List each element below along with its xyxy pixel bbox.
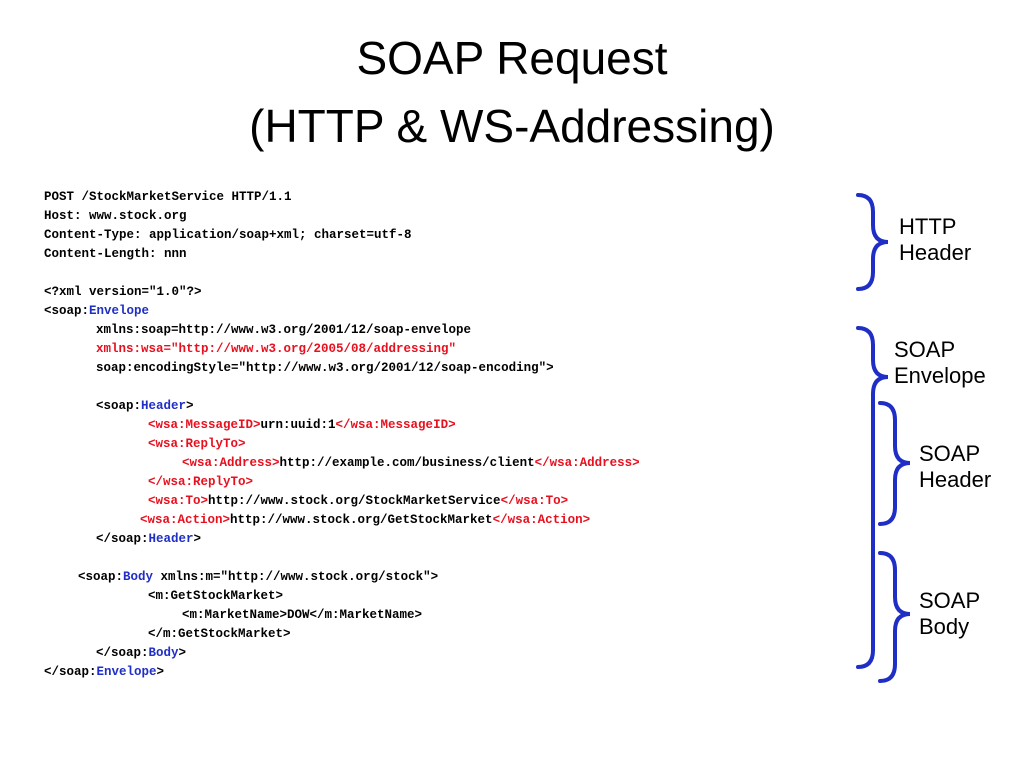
tag-name-header: Header bbox=[141, 399, 187, 413]
tag-name-header: Header bbox=[148, 532, 194, 546]
wsa-tag: </wsa:Address> bbox=[534, 456, 640, 470]
tag-name-envelope: Envelope bbox=[89, 304, 150, 318]
code-line-xmlns-wsa: xmlns:wsa="http://www.w3.org/2005/08/add… bbox=[96, 342, 457, 356]
tag-prefix: </soap: bbox=[96, 646, 149, 660]
tag-prefix: <soap: bbox=[44, 304, 90, 318]
code-line-market-name: <m:MarketName>DOW</m:MarketName> bbox=[182, 608, 423, 622]
tag-name-envelope: Envelope bbox=[96, 665, 157, 679]
wsa-tag: </wsa:To> bbox=[500, 494, 569, 508]
code-line-replyto-open: <wsa:ReplyTo> bbox=[148, 437, 246, 451]
code-line-host: Host: www.stock.org bbox=[44, 209, 187, 223]
label-line: Envelope bbox=[894, 363, 986, 388]
wsa-value: http://example.com/business/client bbox=[279, 456, 535, 470]
code-line-xmlns-soap: xmlns:soap=http://www.w3.org/2001/12/soa… bbox=[96, 323, 472, 337]
tag-close-bracket: > bbox=[156, 665, 165, 679]
code-line-envelope-close: </soap:Envelope> bbox=[44, 663, 164, 682]
wsa-tag: </wsa:MessageID> bbox=[335, 418, 456, 432]
tag-prefix: </soap: bbox=[96, 532, 149, 546]
tag-close-bracket: > bbox=[193, 532, 202, 546]
code-line-xml-declaration: <?xml version="1.0"?> bbox=[44, 285, 202, 299]
code-line-envelope-open: <soap:Envelope bbox=[44, 302, 149, 321]
label-line: SOAP bbox=[894, 337, 956, 362]
wsa-tag: <wsa:Action> bbox=[140, 513, 231, 527]
slide-title-line-1: SOAP Request bbox=[356, 32, 668, 84]
brace-soap-body bbox=[878, 551, 911, 683]
code-line-action: <wsa:Action>http://www.stock.org/GetStoc… bbox=[140, 511, 590, 530]
tag-prefix: </soap: bbox=[44, 665, 97, 679]
tag-name-body: Body bbox=[123, 570, 154, 584]
code-line-content-type: Content-Type: application/soap+xml; char… bbox=[44, 228, 412, 242]
brace-soap-header bbox=[878, 401, 911, 526]
code-line-header-close: </soap:Header> bbox=[96, 530, 201, 549]
tag-attribute: xmlns:m="http://www.stock.org/stock"> bbox=[153, 570, 439, 584]
brace-http-header bbox=[856, 193, 889, 291]
wsa-tag: </wsa:Action> bbox=[492, 513, 591, 527]
label-line: Header bbox=[919, 467, 992, 492]
code-line-getstockmarket-open: <m:GetStockMarket> bbox=[148, 589, 284, 603]
brace-soap-envelope bbox=[856, 326, 889, 669]
code-line-post: POST /StockMarketService HTTP/1.1 bbox=[44, 190, 292, 204]
code-line-header-open: <soap:Header> bbox=[96, 397, 194, 416]
wsa-value: http://www.stock.org/GetStockMarket bbox=[230, 513, 493, 527]
label-soap-envelope: SOAP Envelope bbox=[894, 337, 986, 389]
code-line-replyto-close: </wsa:ReplyTo> bbox=[148, 475, 254, 489]
wsa-value: http://www.stock.org/StockMarketService bbox=[208, 494, 501, 508]
wsa-value: urn:uuid:1 bbox=[260, 418, 336, 432]
code-line-content-length: Content-Length: nnn bbox=[44, 247, 187, 261]
code-line-encoding-style: soap:encodingStyle="http://www.w3.org/20… bbox=[96, 361, 554, 375]
wsa-tag: <wsa:MessageID> bbox=[148, 418, 261, 432]
code-line-body-open: <soap:Body xmlns:m="http://www.stock.org… bbox=[78, 568, 438, 587]
label-line: Body bbox=[919, 614, 970, 639]
label-line: SOAP bbox=[919, 588, 981, 613]
tag-close-bracket: > bbox=[178, 646, 187, 660]
tag-prefix: <soap: bbox=[78, 570, 124, 584]
slide-title-line-2: (HTTP & WS-Addressing) bbox=[249, 100, 775, 152]
code-line-address: <wsa:Address>http://example.com/business… bbox=[182, 454, 640, 473]
code-line-getstockmarket-close: </m:GetStockMarket> bbox=[148, 627, 291, 641]
code-line-to: <wsa:To>http://www.stock.org/StockMarket… bbox=[148, 492, 568, 511]
tag-name-body: Body bbox=[148, 646, 179, 660]
code-line-body-close: </soap:Body> bbox=[96, 644, 186, 663]
label-line: HTTP bbox=[899, 214, 957, 239]
label-line: Header bbox=[899, 240, 972, 265]
label-http-header: HTTP Header bbox=[899, 214, 971, 266]
tag-prefix: <soap: bbox=[96, 399, 142, 413]
wsa-tag: <wsa:To> bbox=[148, 494, 209, 508]
tag-close-bracket: > bbox=[186, 399, 194, 413]
label-soap-body: SOAP Body bbox=[919, 588, 980, 640]
label-soap-header: SOAP Header bbox=[919, 441, 991, 493]
label-line: SOAP bbox=[919, 441, 981, 466]
code-line-message-id: <wsa:MessageID>urn:uuid:1</wsa:MessageID… bbox=[148, 416, 456, 435]
wsa-tag: <wsa:Address> bbox=[182, 456, 280, 470]
